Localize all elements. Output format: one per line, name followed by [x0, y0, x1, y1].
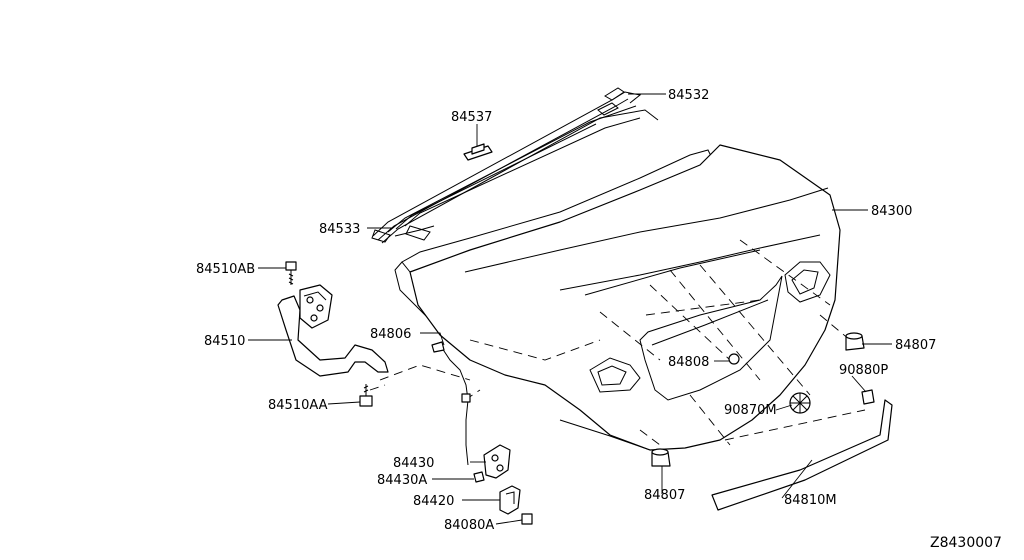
clip-90880P: [861, 389, 875, 405]
callout-84533: 84533: [319, 222, 360, 237]
finisher-84810M: [711, 399, 893, 511]
callout-labels: 84532 84537 84533 84300 84510AB 84510 84…: [196, 88, 1002, 551]
trunk-lid-84300: [394, 144, 841, 451]
callout-84510AB: 84510AB: [196, 262, 255, 277]
callout-84807-bottom: 84807: [644, 488, 685, 503]
lock-84430: [473, 444, 511, 483]
leader-lines: [248, 93, 892, 525]
grommet-90870M: [789, 392, 811, 414]
callout-84080A: 84080A: [444, 518, 494, 533]
callout-84430A: 84430A: [377, 473, 427, 488]
release-cable-84806: [431, 341, 471, 466]
drawing-code: Z8430007: [930, 535, 1002, 551]
plug-84808: [728, 353, 740, 365]
callout-84537: 84537: [451, 110, 492, 125]
assembly-lines: [369, 239, 866, 446]
hinge-84510: [277, 284, 389, 377]
callout-84300: 84300: [871, 204, 912, 219]
callout-84810M: 84810M: [784, 493, 837, 508]
callout-84420: 84420: [413, 494, 454, 509]
callout-84532: 84532: [668, 88, 709, 103]
callout-84807-right: 84807: [895, 338, 936, 353]
callout-84806: 84806: [370, 327, 411, 342]
striker-84420: [499, 485, 533, 525]
torsion-rods: [371, 87, 659, 244]
bracket-84537: [463, 143, 493, 161]
bumper-84807-bottom: [651, 448, 671, 467]
callout-84510AA: 84510AA: [268, 398, 328, 413]
callout-90870M: 90870M: [724, 403, 777, 418]
bolt-84510AB: [285, 261, 297, 285]
callout-90880P: 90880P: [839, 363, 888, 378]
bumper-84807-right: [845, 332, 865, 351]
callout-84430: 84430: [393, 456, 434, 471]
bolt-84510AA: [359, 384, 373, 407]
callout-84510: 84510: [204, 334, 245, 349]
callout-84808: 84808: [668, 355, 709, 370]
